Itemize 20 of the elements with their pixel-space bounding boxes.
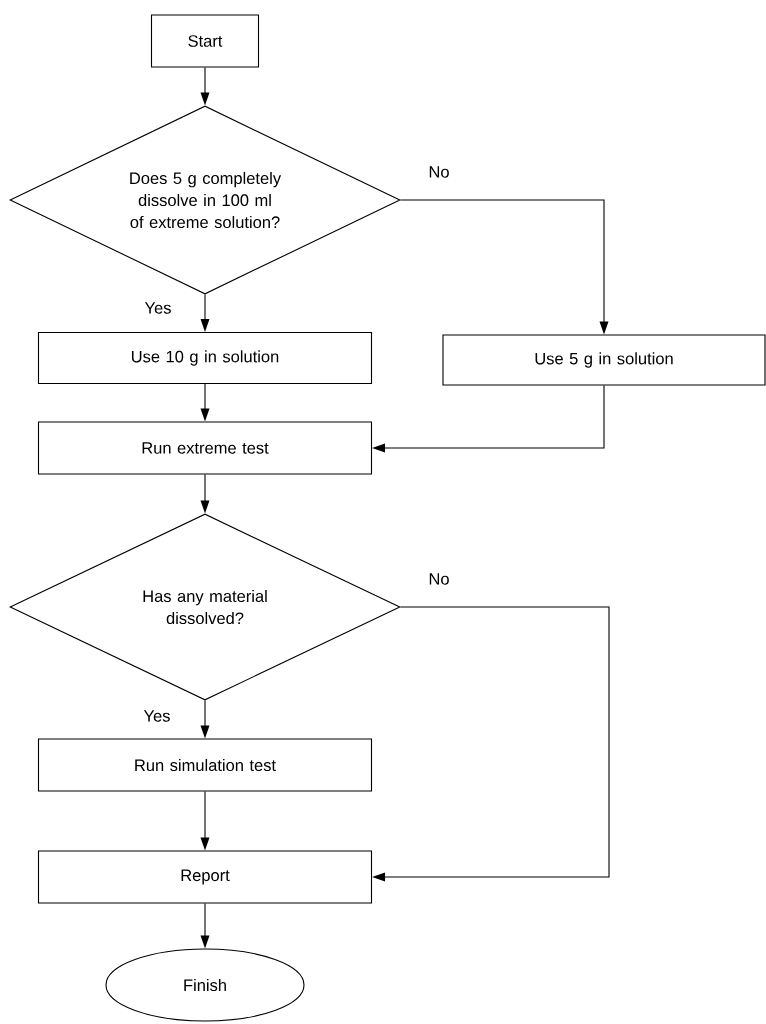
process-box: Report (37, 850, 373, 904)
edge-label: Yes (142, 709, 172, 723)
edge-label: No (427, 165, 451, 179)
process-box: Run extreme test (37, 421, 373, 475)
arrow (372, 385, 605, 453)
arrow (200, 474, 210, 514)
process-box: Run simulation test (37, 738, 373, 792)
arrow (372, 606, 610, 882)
arrow (400, 199, 609, 335)
process-box: Use 5 g in solution (442, 334, 766, 386)
arrow (200, 700, 210, 739)
arrow (200, 294, 210, 332)
arrow (200, 67, 210, 106)
arrow (200, 383, 210, 422)
edge-label: No (427, 572, 451, 586)
process-box: Start (150, 14, 260, 68)
arrow (200, 791, 210, 851)
process-box: Use 10 g in solution (37, 331, 373, 385)
arrow (200, 903, 210, 949)
edge-label: Yes (143, 301, 173, 315)
